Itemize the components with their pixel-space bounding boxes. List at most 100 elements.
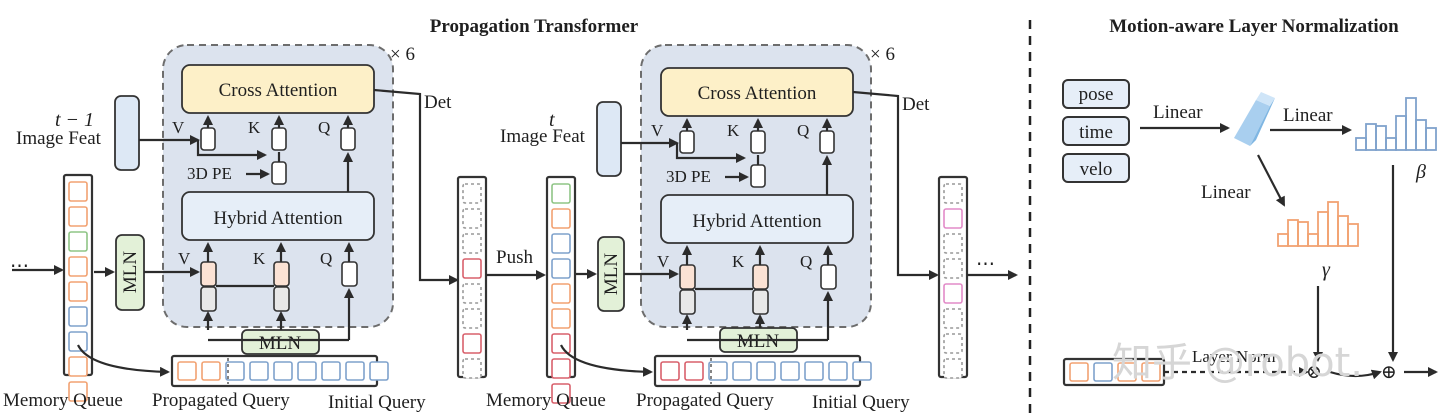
v-box	[679, 130, 695, 154]
k-lower-label: K	[732, 252, 745, 271]
v-lower-box	[679, 264, 696, 290]
velo-input-label: velo	[1080, 159, 1113, 180]
watermark: 知乎 @robot.	[1112, 340, 1363, 386]
query-cell	[1141, 362, 1161, 382]
query-cell	[732, 361, 752, 381]
cross-attention-label: Cross Attention	[698, 83, 817, 104]
memory-queue-label: Memory Queue	[486, 390, 606, 411]
query-cell	[684, 361, 704, 381]
histogram-bar	[1297, 221, 1309, 247]
time-input-label: time	[1079, 122, 1113, 143]
v-lower-pos-box	[679, 289, 696, 315]
v-label: V	[172, 118, 185, 137]
pose-input-box	[1062, 79, 1130, 109]
q-label: Q	[797, 121, 809, 140]
embedding-block	[1234, 92, 1275, 146]
query-cell	[297, 361, 317, 381]
q-lower-label: Q	[800, 252, 812, 271]
queue-cell	[462, 308, 482, 329]
query-cell	[1117, 362, 1137, 382]
q-lower-box	[341, 261, 358, 287]
queue-cell	[68, 356, 88, 377]
queue-cell	[68, 281, 88, 302]
multiply-op: ⊗	[1306, 362, 1322, 383]
queue-cell	[68, 231, 88, 252]
queue-cell	[462, 333, 482, 354]
queue-cell	[68, 306, 88, 327]
ellipsis-right: ⋯	[976, 254, 995, 275]
query-cell	[756, 361, 776, 381]
queue-cell	[551, 333, 571, 354]
pose-input-label: pose	[1079, 84, 1114, 105]
cross-attention-label: Cross Attention	[219, 80, 338, 101]
histogram-bar	[1287, 219, 1299, 247]
output-queue-cells-right	[943, 183, 963, 379]
decoder-layer-box	[162, 44, 394, 328]
q-label: Q	[318, 118, 330, 137]
query-cell	[369, 361, 389, 381]
histogram-bar	[1327, 201, 1339, 247]
queue-cell	[462, 233, 482, 254]
histogram-bar	[1307, 233, 1319, 247]
transformer-block-left: × 6 Cross Attention Hybrid Attention t −…	[3, 44, 459, 413]
k-lower-pos-box	[752, 289, 769, 315]
queue-cell	[462, 258, 482, 279]
query-cell	[345, 361, 365, 381]
time-label: t	[549, 109, 555, 131]
query-row-cells	[177, 358, 389, 384]
v-lower-pos-box	[200, 286, 217, 312]
q-lower-box	[820, 264, 837, 290]
beta-label: β	[1415, 161, 1426, 183]
hybrid-attention-box	[181, 191, 375, 241]
det-label: Det	[902, 94, 930, 115]
queue-cell	[943, 233, 963, 254]
layer-norm-label: Layer Norm	[1192, 347, 1276, 366]
memory-queue-label: Memory Queue	[3, 390, 123, 411]
det-arrow	[852, 90, 939, 280]
queue-cell	[943, 208, 963, 229]
k-lower-box	[273, 261, 290, 287]
layer-norm-cells	[1069, 362, 1161, 382]
query-cell	[780, 361, 800, 381]
propagation-transformer-title: Propagation Transformer	[430, 16, 639, 37]
image-feat-label: Image Feat	[500, 126, 586, 147]
k-box	[271, 127, 287, 151]
push-label: Push	[496, 247, 533, 268]
histogram-bar	[1355, 137, 1367, 151]
query-cell	[708, 361, 728, 381]
time-input-box	[1062, 116, 1130, 146]
hybrid-attention-box	[660, 194, 854, 244]
repeat-label: × 6	[870, 44, 895, 65]
queue-cell	[551, 358, 571, 379]
transformer-block-right: × 6 Cross Attention Hybrid Attention t I…	[486, 44, 939, 413]
queue-cell	[68, 256, 88, 277]
queue-cell	[551, 183, 571, 204]
histogram-bar	[1415, 119, 1427, 151]
query-cell	[321, 361, 341, 381]
histogram-bar	[1405, 97, 1417, 151]
velo-input-box	[1062, 153, 1130, 183]
query-cell	[249, 361, 269, 381]
mln-panel-title: Motion-aware Layer Normalization	[1109, 16, 1399, 37]
histogram-bar	[1385, 137, 1397, 151]
mln-side-label: MLN	[601, 253, 622, 296]
beta-histogram	[1355, 97, 1437, 151]
time-label: t − 1	[55, 109, 94, 131]
query-cell	[1093, 362, 1113, 382]
initial-query-label: Initial Query	[328, 392, 426, 413]
linear-label-2: Linear	[1283, 105, 1333, 126]
query-cell	[660, 361, 680, 381]
pe-label: 3D PE	[187, 164, 232, 183]
det-arrow	[373, 88, 459, 285]
embed-to-gamma-arrow	[1257, 154, 1285, 207]
v-label: V	[651, 121, 664, 140]
image-feat-box	[596, 101, 622, 177]
cross-attention-box	[181, 64, 375, 114]
histogram-bar	[1365, 123, 1377, 151]
k-label: K	[248, 118, 261, 137]
query-cell	[1069, 362, 1089, 382]
queue-to-propagated-arrow	[560, 344, 653, 377]
queue-cell	[943, 358, 963, 379]
linear-label-1: Linear	[1153, 102, 1203, 123]
